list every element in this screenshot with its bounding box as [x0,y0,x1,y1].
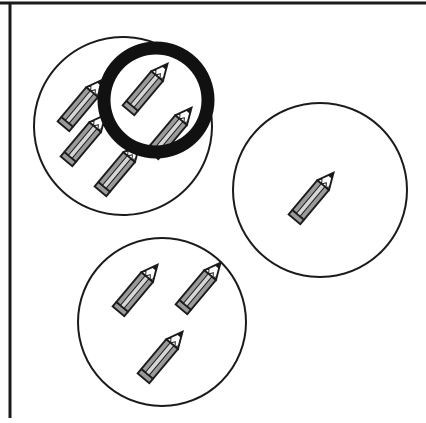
pencil-icon [138,327,189,383]
pencil-icon [113,260,164,316]
selection-ring-icon [104,48,208,152]
pencil-icon [289,168,340,224]
pencil-icon [123,59,174,115]
pencil-icon [176,258,227,314]
